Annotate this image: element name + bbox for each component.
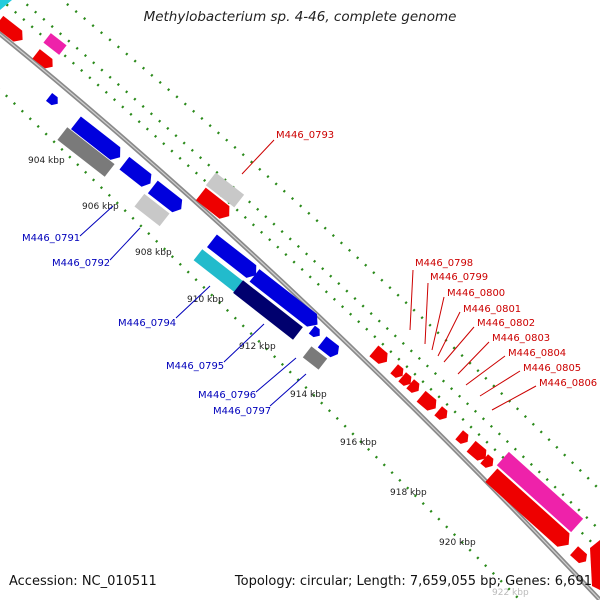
gene-label: M446_0793	[276, 130, 334, 141]
gene-blue-6	[308, 325, 320, 338]
ruler-label: 920 kbp	[439, 538, 476, 548]
map-title: Methylobacterium sp. 4-46, complete geno…	[143, 9, 457, 25]
magenta-edge-gene	[43, 33, 67, 55]
gene-label: M446_0797	[213, 406, 271, 417]
gene-label: M446_0802	[477, 318, 535, 329]
gene-red-cluster	[369, 345, 494, 468]
ruler-labels: 904 kbp 906 kbp 908 kbp 910 kbp 912 kbp …	[28, 156, 529, 598]
topology-label: Topology: circular; Length: 7,659,055 bp…	[234, 574, 592, 589]
gene-gray-dark-1	[57, 127, 115, 177]
gene-red-corner	[590, 540, 600, 590]
blue-small-gene	[45, 92, 58, 106]
gene-label: M446_0798	[415, 258, 473, 269]
gene-blue-5	[249, 269, 318, 327]
gene-label: M446_0791	[22, 233, 80, 244]
ruler-label: 908 kbp	[135, 248, 172, 258]
gene-cyan	[193, 249, 247, 295]
ruler-label: 910 kbp	[187, 295, 224, 305]
gene-label: M446_0803	[492, 333, 550, 344]
cyan-edge-feature	[0, 0, 12, 10]
red-edge-gene	[0, 15, 23, 42]
gene-navy	[233, 280, 303, 340]
gene-gray-dark-2	[302, 346, 328, 370]
reverse-gene-labels: M446_0791 M446_0792 M446_0794 M446_0795 …	[22, 205, 307, 417]
gene-label: M446_0799	[430, 272, 488, 283]
gene-blue-2	[119, 156, 152, 187]
red-edge-gene-2	[32, 49, 53, 69]
gene-label: M446_0796	[198, 390, 256, 401]
gene-blue-7	[317, 336, 340, 358]
ruler-label-faint: 922 kbp	[492, 588, 529, 598]
forward-gene-labels: M446_0793 M446_0798 M446_0799 M446_0800 …	[241, 130, 597, 411]
gene-magenta-large	[496, 451, 584, 533]
ruler-label: 912 kbp	[239, 342, 276, 352]
accession-label: Accession: NC_010511	[9, 574, 157, 589]
gene-label: M446_0795	[166, 361, 224, 372]
gene-blue-3	[147, 180, 183, 213]
gene-label: M446_0806	[539, 378, 597, 389]
ruler-label: 914 kbp	[290, 390, 327, 400]
gene-red-large	[485, 468, 570, 547]
gene-red-793	[195, 187, 230, 219]
gene-label: M446_0792	[52, 258, 110, 269]
ruler-label: 918 kbp	[390, 488, 427, 498]
ruler-label: 904 kbp	[28, 156, 65, 166]
gene-red-edge-bottom	[570, 546, 587, 564]
ruler-label: 916 kbp	[340, 438, 377, 448]
ruler-label: 906 kbp	[82, 202, 119, 212]
gene-label: M446_0805	[523, 363, 581, 374]
gene-label: M446_0794	[118, 318, 176, 329]
gene-lightgray-1	[134, 193, 170, 227]
gene-label: M446_0801	[463, 304, 521, 315]
gene-blue-4	[207, 234, 257, 278]
gene-lightgray-2	[205, 172, 245, 208]
gene-label: M446_0800	[447, 288, 505, 299]
gene-label: M446_0804	[508, 348, 566, 359]
gene-blue-1	[71, 116, 121, 160]
